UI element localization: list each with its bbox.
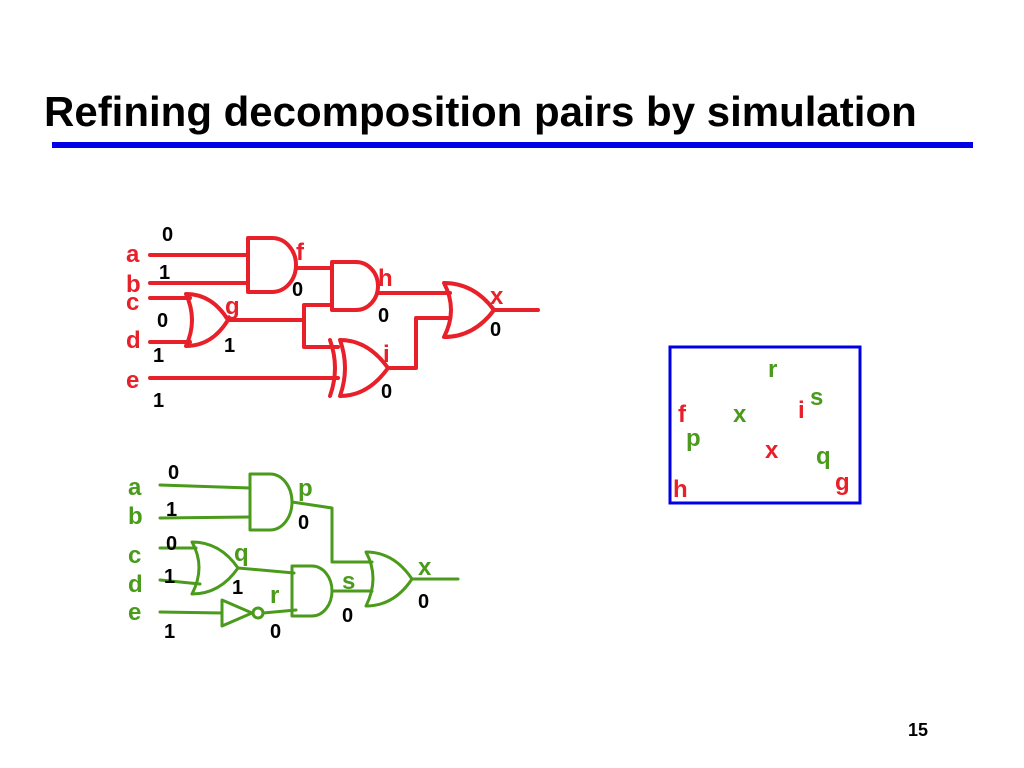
input-label-c2: c <box>128 542 141 569</box>
input-value-c2: 0 <box>166 533 177 555</box>
page-number: 15 <box>908 720 929 740</box>
title-underline <box>52 142 973 148</box>
xor-gate-i <box>338 338 390 398</box>
input-label-c: c <box>126 289 139 316</box>
gate-label-x: x <box>490 283 504 310</box>
pair-label-g: g <box>835 469 850 496</box>
gate-value-x2: 0 <box>418 591 429 613</box>
input-label-e2: e <box>128 599 141 626</box>
input-value-d: 1 <box>153 345 164 367</box>
or-gate-g <box>184 292 230 348</box>
input-label-d: d <box>126 327 141 354</box>
pair-label-p: p <box>686 425 701 452</box>
and-gate-p <box>248 472 294 532</box>
gate-label-i: i <box>383 341 390 368</box>
red-circuit <box>148 236 540 398</box>
gate-label-f: f <box>296 239 305 266</box>
gate-value-r: 0 <box>270 621 281 643</box>
xor-gate-i-back <box>328 338 337 398</box>
gate-label-g: g <box>225 293 240 320</box>
input-label-a: a <box>126 241 140 268</box>
gate-value-s: 0 <box>342 605 353 627</box>
gate-label-h: h <box>378 265 393 292</box>
input-label-e: e <box>126 367 139 394</box>
gate-value-q: 1 <box>232 577 243 599</box>
input-label-b: b <box>126 271 141 298</box>
and-gate-f <box>246 236 298 294</box>
not-gate-r <box>220 598 254 628</box>
input-label-b2: b <box>128 503 143 530</box>
input-value-d2: 1 <box>164 566 175 588</box>
input-value-b: 1 <box>159 262 170 284</box>
gate-value-p: 0 <box>298 512 309 534</box>
slide-title: Refining decomposition pairs by simulati… <box>44 88 917 135</box>
input-value-c: 0 <box>157 310 168 332</box>
gate-label-p: p <box>298 475 313 502</box>
pair-label-i: i <box>798 397 805 424</box>
gate-value-x: 0 <box>490 319 501 341</box>
or-gate-x2 <box>364 550 414 608</box>
pair-label-f: f <box>678 401 687 428</box>
input-value-e2: 1 <box>164 621 175 643</box>
and-gate-s <box>290 564 334 618</box>
pair-label-x-red: x <box>765 437 779 464</box>
pair-label-r: r <box>768 356 777 383</box>
input-label-d2: d <box>128 571 143 598</box>
pair-label-h: h <box>673 476 688 503</box>
and-gate-h <box>330 260 380 312</box>
gate-label-s: s <box>342 568 355 595</box>
pair-label-x-green: x <box>733 401 747 428</box>
input-value-b2: 1 <box>166 499 177 521</box>
gate-label-r: r <box>270 582 279 609</box>
or-gate-x <box>442 281 496 339</box>
input-label-a2: a <box>128 474 142 501</box>
gate-value-h: 0 <box>378 305 389 327</box>
gate-value-f: 0 <box>292 279 303 301</box>
decomposition-pairs-box <box>668 345 862 505</box>
or-gate-q <box>190 540 240 596</box>
gate-label-q: q <box>234 540 249 567</box>
pair-label-s: s <box>810 384 823 411</box>
input-value-e: 1 <box>153 390 164 412</box>
gate-value-g: 1 <box>224 335 235 357</box>
input-value-a2: 0 <box>168 462 179 484</box>
green-circuit <box>158 472 460 628</box>
gate-value-i: 0 <box>381 381 392 403</box>
pair-label-q: q <box>816 443 831 470</box>
input-value-a: 0 <box>162 224 173 246</box>
gate-label-x2: x <box>418 554 432 581</box>
